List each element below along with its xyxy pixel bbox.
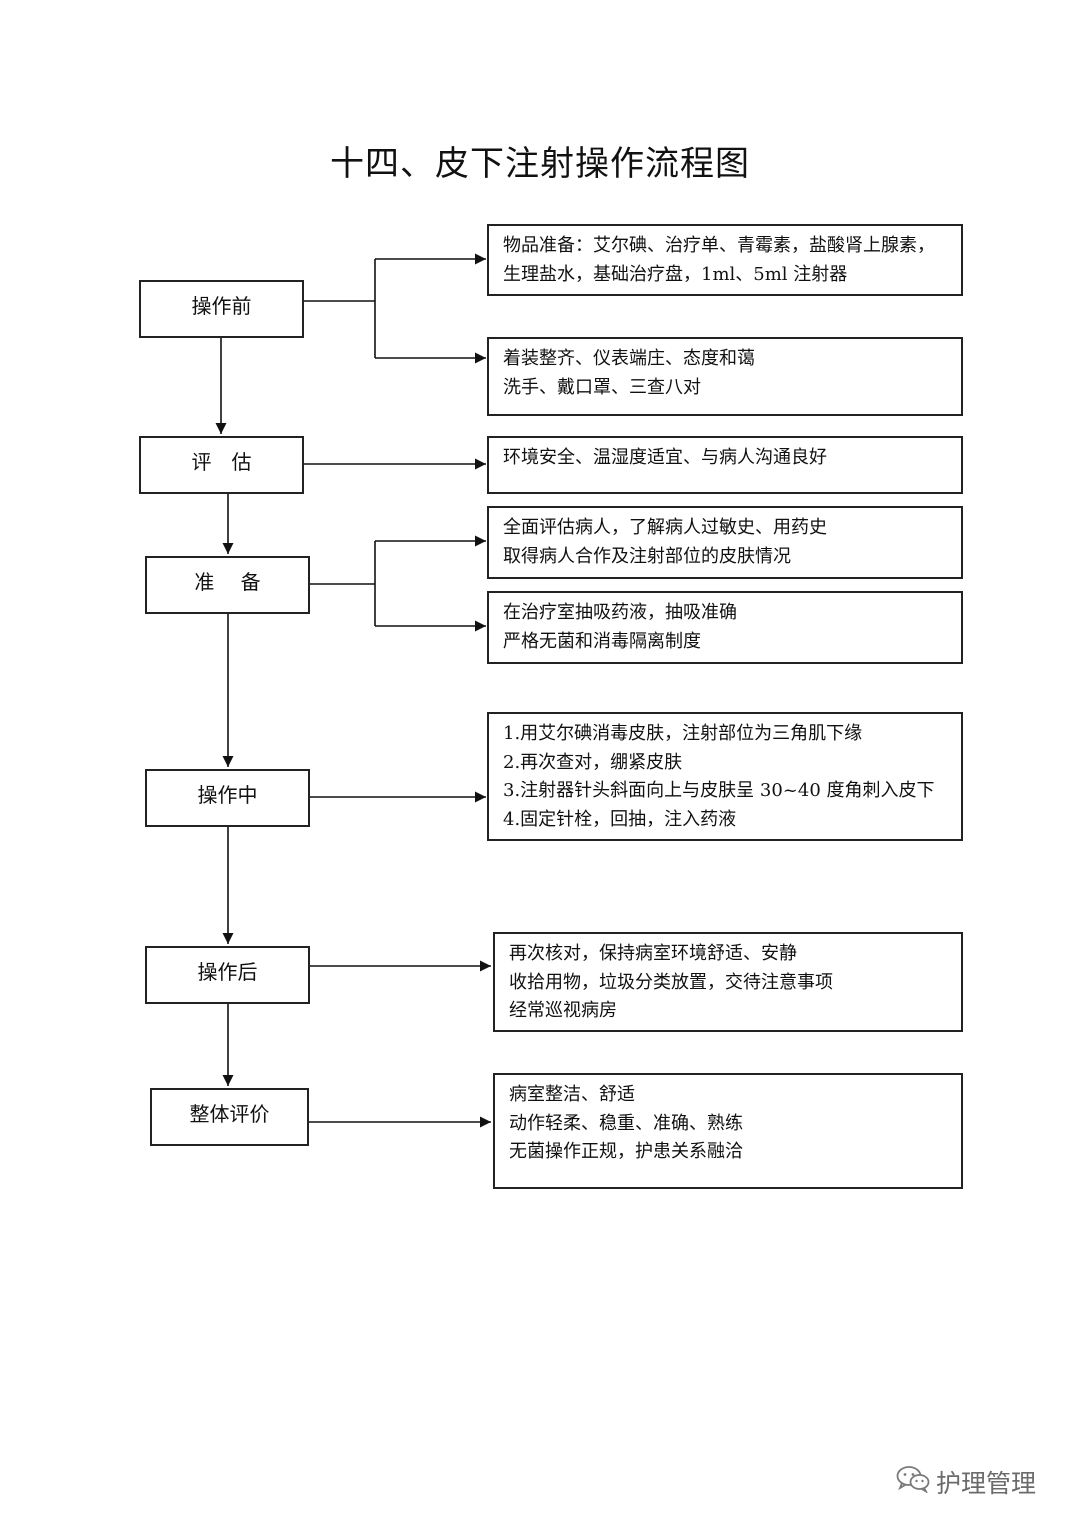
detail-injection-steps: 1.用艾尔碘消毒皮肤，注射部位为三角肌下缘 2.再次查对，绷紧皮肤 3.注射器针… bbox=[487, 712, 963, 841]
step-overall-evaluation: 整体评价 bbox=[150, 1088, 309, 1146]
detail-line: 生理盐水，基础治疗盘，1ml、5ml 注射器 bbox=[503, 263, 848, 285]
detail-line: 2.再次查对，绷紧皮肤 bbox=[503, 751, 683, 773]
detail-evaluation: 病室整洁、舒适 动作轻柔、稳重、准确、熟练 无菌操作正规，护患关系融洽 bbox=[493, 1073, 963, 1189]
step-label: 操作前 bbox=[191, 293, 252, 318]
detail-line: 洗手、戴口罩、三查八对 bbox=[503, 376, 701, 398]
watermark-text: 护理管理 bbox=[936, 1469, 1037, 1498]
page-title: 十四、皮下注射操作流程图 bbox=[330, 144, 750, 184]
step-after-operation: 操作后 bbox=[145, 946, 310, 1004]
watermark: 护理管理 bbox=[896, 1462, 1036, 1502]
step-label: 准 备 bbox=[194, 569, 261, 594]
step-during-operation: 操作中 bbox=[145, 769, 310, 827]
detail-line: 无菌操作正规，护患关系融洽 bbox=[509, 1141, 743, 1162]
detail-supplies: 物品准备：艾尔碘、治疗单、青霉素，盐酸肾上腺素， 生理盐水，基础治疗盘，1ml、… bbox=[487, 224, 963, 296]
detail-line: 再次核对，保持病室环境舒适、安静 bbox=[509, 943, 797, 964]
detail-line: 在治疗室抽吸药液，抽吸准确 bbox=[503, 602, 737, 623]
detail-environment: 环境安全、温湿度适宜、与病人沟通良好 bbox=[487, 436, 963, 494]
step-label: 操作后 bbox=[197, 959, 258, 984]
detail-line: 4.固定针栓，回抽，注入药液 bbox=[503, 808, 737, 830]
step-label: 操作中 bbox=[197, 782, 258, 807]
step-label: 整体评价 bbox=[189, 1101, 270, 1126]
step-preparation: 准 备 bbox=[145, 556, 310, 614]
step-label: 评 估 bbox=[191, 449, 252, 474]
detail-line: 3.注射器针头斜面向上与皮肤呈 30~40 度角刺入皮下 bbox=[503, 780, 935, 801]
step-assessment: 评 估 bbox=[139, 436, 304, 494]
detail-line: 经常巡视病房 bbox=[509, 1000, 617, 1021]
detail-line: 收拾用物，垃圾分类放置，交待注意事项 bbox=[509, 971, 833, 993]
detail-line: 着装整齐、仪表端庄、态度和蔼 bbox=[503, 348, 755, 369]
step-before-operation: 操作前 bbox=[139, 280, 304, 338]
detail-patient-assessment: 全面评估病人，了解病人过敏史、用药史 取得病人合作及注射部位的皮肤情况 bbox=[487, 506, 963, 579]
detail-line: 取得病人合作及注射部位的皮肤情况 bbox=[503, 545, 791, 567]
detail-appearance: 着装整齐、仪表端庄、态度和蔼 洗手、戴口罩、三查八对 bbox=[487, 337, 963, 416]
wechat-icon bbox=[896, 1465, 930, 1499]
detail-line: 严格无菌和消毒隔离制度 bbox=[503, 630, 701, 652]
detail-line: 1.用艾尔碘消毒皮肤，注射部位为三角肌下缘 bbox=[503, 723, 863, 744]
detail-after-care: 再次核对，保持病室环境舒适、安静 收拾用物，垃圾分类放置，交待注意事项 经常巡视… bbox=[493, 932, 963, 1032]
detail-line: 动作轻柔、稳重、准确、熟练 bbox=[509, 1112, 743, 1134]
detail-line: 病室整洁、舒适 bbox=[509, 1084, 635, 1105]
detail-line: 物品准备：艾尔碘、治疗单、青霉素，盐酸肾上腺素， bbox=[503, 235, 935, 256]
detail-line: 全面评估病人，了解病人过敏史、用药史 bbox=[503, 517, 827, 538]
detail-drug-preparation: 在治疗室抽吸药液，抽吸准确 严格无菌和消毒隔离制度 bbox=[487, 591, 963, 664]
detail-line: 环境安全、温湿度适宜、与病人沟通良好 bbox=[503, 447, 827, 468]
